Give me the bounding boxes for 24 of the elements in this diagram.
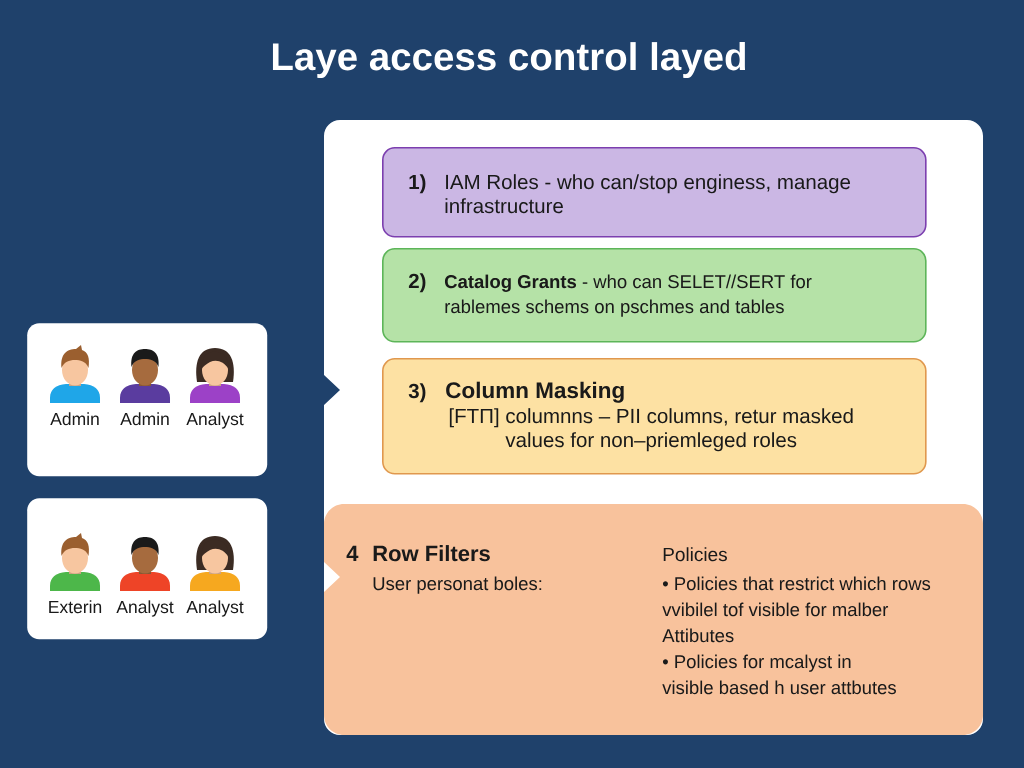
title: Laye access control layed xyxy=(272,42,745,78)
bullet-text: • Policies that restrict which rows vvibilel tof visible for malber Attibutes xyxy=(662,576,931,643)
layer-box xyxy=(382,147,927,238)
layer-description: IAM Roles - who can/stop enginess, manage infrastructure xyxy=(445,174,850,214)
role-label: Analyst xyxy=(186,600,244,617)
column-heading: Policies xyxy=(663,547,727,562)
layer-title: Row Filters xyxy=(373,545,490,562)
role-label: Admin xyxy=(120,412,169,426)
layer-box xyxy=(382,358,927,475)
layer-description: User personat boles: xyxy=(373,576,542,594)
step-number: 1) xyxy=(409,174,426,194)
role-label: Exterin xyxy=(49,600,102,614)
layer-description: [FTΠ] columnns – PII columns, retur masked values for non–priemleged roles xyxy=(449,408,853,452)
layer-description: Catalog Grants - who can SELET//SERT for rablemes schems on pschmes and tables xyxy=(444,274,812,317)
step-number: 4 xyxy=(346,545,359,561)
role-label: Analyst xyxy=(116,600,174,617)
layer-box xyxy=(382,248,927,343)
bullet-text: • Policies for mcalyst in visible based h user attbutes xyxy=(662,654,896,695)
step-number: 3) xyxy=(408,383,426,403)
layer-box xyxy=(324,504,983,735)
step-number: 2) xyxy=(408,273,426,293)
layer-title: Column Masking xyxy=(446,381,624,403)
role-label: Admin xyxy=(50,412,99,426)
role-label: Analyst xyxy=(186,412,244,429)
